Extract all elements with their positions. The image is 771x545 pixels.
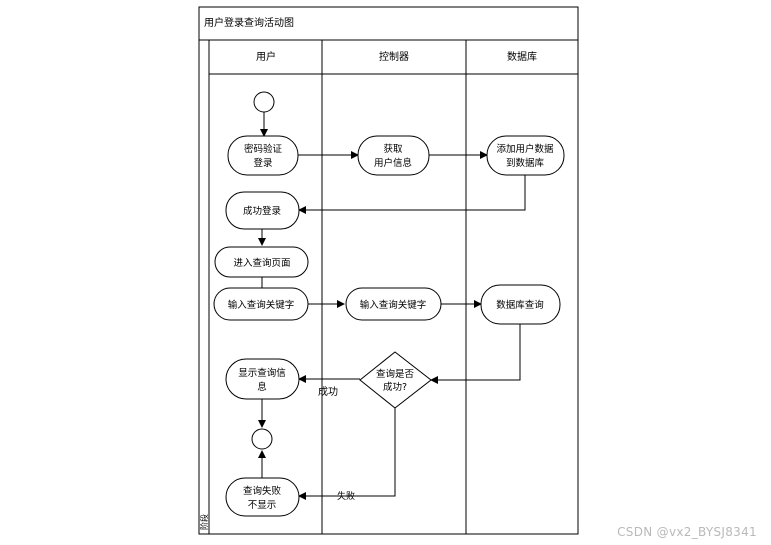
action-db-query: 数据库查询: [480, 284, 561, 325]
action-add-user-data-line1: 添加用户数据: [496, 143, 554, 155]
start-node: [253, 91, 275, 113]
action-get-user-info: 获取 用户信息: [357, 135, 430, 176]
action-show-query-info-line2: 息: [257, 381, 267, 393]
lane-header-database: 数据库: [507, 50, 537, 63]
diagram-title: 用户登录查询活动图: [204, 16, 294, 29]
action-show-query-info-line1: 显示查询信: [238, 367, 286, 379]
edge-adddata-to-success: [298, 175, 526, 214]
decision-query-success: 查询是否 成功?: [359, 351, 432, 409]
edge-decision-to-fail: [298, 408, 396, 500]
action-add-user-data-line2: 到数据库: [506, 157, 545, 169]
action-controller-input-keyword-label: 输入查询关键字: [360, 299, 427, 311]
stage-label: 阶段: [199, 514, 209, 530]
edge-label-success: 成功: [318, 386, 338, 398]
action-query-fail-hide-line1: 查询失败: [243, 485, 282, 497]
action-db-query-label: 数据库查询: [496, 299, 544, 311]
action-show-query-info: 显示查询信 息: [225, 358, 300, 400]
lane-header-controller: 控制器: [379, 50, 409, 63]
action-get-user-info-line2: 用户信息: [374, 157, 412, 169]
edge-dbquery-to-decision: [430, 324, 521, 384]
action-query-fail-hide-line2: 不显示: [248, 500, 277, 511]
action-user-input-keyword: 输入查询关键字: [213, 287, 309, 321]
action-user-input-keyword-label: 输入查询关键字: [228, 299, 295, 311]
decision-query-success-line1: 查询是否: [376, 368, 415, 380]
lane-header-user: 用户: [256, 50, 276, 63]
action-login-line2: 登录: [253, 158, 273, 169]
action-controller-input-keyword: 输入查询关键字: [345, 287, 442, 321]
decision-query-success-line2: 成功?: [383, 381, 407, 393]
action-login: 密码验证 登录: [227, 135, 299, 176]
csdn-watermark: CSDN @vx2_BYSJ8341: [617, 525, 757, 539]
action-login-success-label: 成功登录: [243, 205, 282, 217]
action-add-user-data: 添加用户数据 到数据库: [486, 135, 565, 176]
edges: [258, 112, 526, 500]
action-enter-query-page-label: 进入查询页面: [233, 257, 290, 269]
edge-label-failure: 失败: [337, 490, 355, 502]
action-login-success: 成功登录: [225, 191, 300, 230]
action-login-line1: 密码验证: [244, 143, 283, 155]
action-query-fail-hide: 查询失败 不显示: [225, 477, 300, 517]
action-enter-query-page: 进入查询页面: [214, 246, 309, 278]
action-get-user-info-line1: 获取: [383, 144, 403, 155]
end-node: [251, 428, 273, 450]
